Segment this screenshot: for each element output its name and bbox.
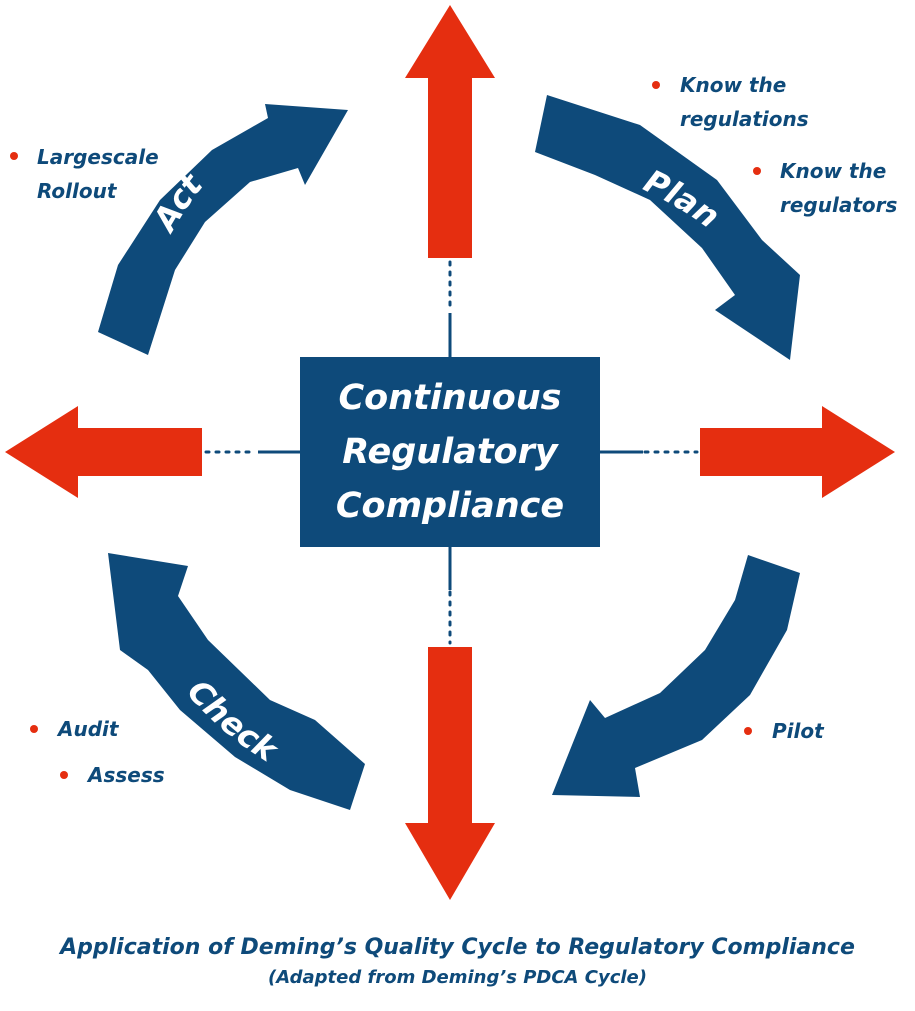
arrow-right [700,406,895,498]
outward-arrows [5,5,895,900]
note-plan-regulators: Know the regulators [780,154,897,222]
bullet-check-2 [60,771,68,779]
plan-arrow [535,95,800,360]
note-plan-regulations: Know the regulations [680,68,809,136]
note-act-rollout: Largescale Rollout [37,140,159,208]
arrow-left [5,406,202,498]
note-act-rollout-line-1: Largescale [37,145,159,169]
act-arrow [98,104,348,355]
check-arrow [108,553,365,810]
note-plan-regulators-line-1: Know the [780,159,887,183]
caption-title: Application of Deming’s Quality Cycle to… [60,935,855,960]
note-plan-regulators-line-2: regulators [780,193,898,217]
note-do-pilot: Pilot [772,719,824,743]
center-title-line-3: Compliance [335,486,565,526]
center-box: Continuous Regulatory Compliance [300,357,600,547]
arrow-up [405,5,495,258]
bullet-do-1 [744,727,752,735]
note-plan-regulations-line-1: Know the [680,73,787,97]
cycle-arrows [98,95,800,810]
center-title-line-2: Regulatory [342,432,558,472]
note-check-assess: Assess [88,763,165,787]
caption-subtitle: (Adapted from Deming’s PDCA Cycle) [268,967,647,988]
note-plan-regulations-line-2: regulations [680,107,809,131]
arrow-down [405,647,495,900]
bullet-act-1 [10,152,18,160]
bullet-plan-2 [753,167,761,175]
connector-lines [204,260,699,645]
note-act-rollout-line-2: Rollout [37,179,117,203]
bullet-check-1 [30,725,38,733]
center-title-line-1: Continuous [338,378,562,418]
bullet-plan-1 [652,81,660,89]
do-arrow [552,555,800,797]
note-check-audit: Audit [58,717,119,741]
